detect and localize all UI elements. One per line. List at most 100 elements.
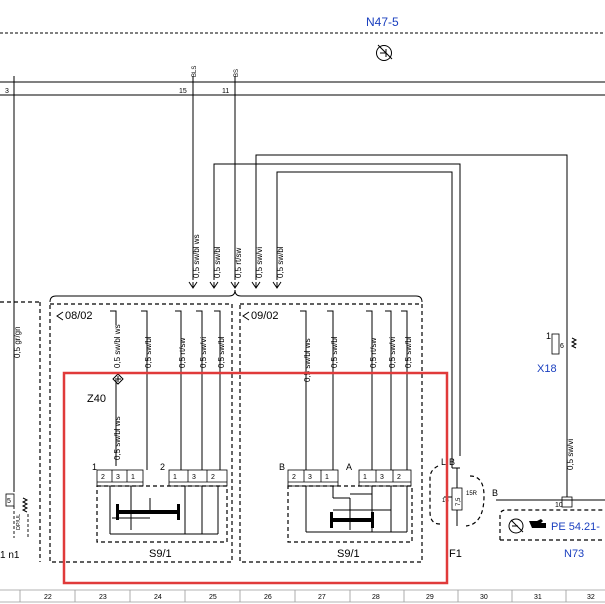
svg-text:2: 2 <box>101 474 105 481</box>
svg-text:0,5 sw/bl: 0,5 sw/bl <box>213 246 222 278</box>
svg-text:09/02: 09/02 <box>251 310 279 322</box>
z40-diamond-icon <box>112 373 124 385</box>
svg-text:15R: 15R <box>466 491 478 497</box>
pin-3: 3 <box>5 76 15 95</box>
pointing-hand-icon <box>529 519 546 528</box>
n73-module: B 10 <box>492 488 605 541</box>
pin-15-bls: 15 BLS <box>179 66 198 95</box>
svg-text:08/02: 08/02 <box>65 310 93 322</box>
svg-text:3: 3 <box>380 474 384 481</box>
group-1-wires <box>115 317 221 470</box>
svg-text:16: 16 <box>442 498 449 504</box>
svg-text:0,5 sw/bl ws: 0,5 sw/bl ws <box>113 416 122 460</box>
group-box-08-02 <box>49 303 233 563</box>
svg-text:2: 2 <box>397 474 401 481</box>
svg-text:7,5: 7,5 <box>456 497 462 506</box>
svg-text:0,5 rt/sw: 0,5 rt/sw <box>369 338 378 368</box>
svg-text:0,5 sw/vi: 0,5 sw/vi <box>255 247 264 278</box>
switch-s9-1-group2: B A 2 3 1 1 3 2 <box>279 462 413 543</box>
svg-text:1: 1 <box>363 474 367 481</box>
x18-label: X18 <box>537 363 557 375</box>
svg-text:2: 2 <box>160 462 165 472</box>
group-2-header: 09/02 <box>242 310 408 322</box>
svg-text:3: 3 <box>192 474 196 481</box>
x18-connector: 1 6 <box>546 330 578 358</box>
left-pin-num: 5 <box>7 498 11 505</box>
svg-text:0,5 sw/vi: 0,5 sw/vi <box>388 337 397 368</box>
bus-wire-routing <box>192 95 568 497</box>
left-connector-code: DP/UL <box>16 514 22 530</box>
n73-ground-symbol-icon <box>508 518 524 534</box>
svg-text:0,5 sw/bl: 0,5 sw/bl <box>330 336 339 368</box>
svg-text:24: 24 <box>154 594 162 601</box>
svg-text:10: 10 <box>555 502 563 509</box>
group-2-wires <box>305 317 408 470</box>
svg-text:2: 2 <box>292 474 296 481</box>
svg-text:0,5 sw/bl ws: 0,5 sw/bl ws <box>192 234 201 278</box>
right-wire-label: 0,5 sw/vi <box>566 439 575 470</box>
svg-text:26: 26 <box>264 594 272 601</box>
svg-text:15: 15 <box>179 88 187 95</box>
svg-text:31: 31 <box>534 594 542 601</box>
s9-1-label-group1: S9/1 <box>149 548 172 560</box>
svg-text:0,5 sw/bl: 0,5 sw/bl <box>144 336 153 368</box>
svg-text:11: 11 <box>222 88 229 95</box>
svg-text:1: 1 <box>325 474 329 481</box>
highlight-box <box>62 371 449 585</box>
n73-label: N73 <box>564 548 584 560</box>
svg-text:0,5 sw/bl ws: 0,5 sw/bl ws <box>303 338 312 382</box>
group-1-header: 08/02 <box>56 310 221 322</box>
svg-text:0,5 sw/bl: 0,5 sw/bl <box>217 336 226 368</box>
svg-text:3: 3 <box>116 474 120 481</box>
svg-text:1: 1 <box>92 462 97 472</box>
group-1-wire-labels: 0,5 sw/bl ws 0,5 sw/bl 0,5 rt/sw 0,5 sw/… <box>113 324 226 460</box>
svg-text:BLS: BLS <box>192 66 198 77</box>
left-resistor-icon <box>21 497 29 513</box>
fuse-f1: L B 7,5 15R 16 <box>429 457 485 527</box>
svg-text:22: 22 <box>44 594 52 601</box>
s9-1-label-group2: S9/1 <box>337 548 360 560</box>
svg-text:27: 27 <box>318 594 326 601</box>
svg-text:0,5 sw/bl: 0,5 sw/bl <box>404 336 413 368</box>
svg-text:32: 32 <box>587 594 595 601</box>
n47-label: N47-5 <box>366 15 399 29</box>
group-2-wire-labels: 0,5 sw/bl ws 0,5 sw/bl 0,5 rt/sw 0,5 sw/… <box>303 336 413 382</box>
svg-text:B: B <box>492 488 498 498</box>
distribution-brace <box>49 289 423 303</box>
svg-text:L: L <box>441 457 446 467</box>
svg-text:3: 3 <box>308 474 312 481</box>
group-box-09-02 <box>239 303 423 563</box>
svg-text:1: 1 <box>131 474 135 481</box>
svg-text:29: 29 <box>426 594 434 601</box>
n73-reference: PE 54.21- <box>551 521 600 533</box>
grid-numbers: 22 23 24 25 26 27 28 29 30 31 32 <box>19 590 595 602</box>
fuse-f1-label: F1 <box>449 548 462 560</box>
svg-text:0,5 rt/sw: 0,5 rt/sw <box>178 338 187 368</box>
svg-text:0,5 sw/bl: 0,5 sw/bl <box>276 246 285 278</box>
svg-text:23: 23 <box>99 594 107 601</box>
pin-11-bs: 11 BS <box>222 69 240 95</box>
svg-text:1: 1 <box>173 474 177 481</box>
svg-text:B: B <box>279 462 285 472</box>
svg-text:0,5 rt/sw: 0,5 rt/sw <box>234 248 243 278</box>
left-pin-box <box>5 493 15 507</box>
svg-text:0,5 sw/vi: 0,5 sw/vi <box>199 337 208 368</box>
switch-s9-1-group1: 1 2 2 3 1 1 3 2 <box>92 462 228 543</box>
svg-text:2: 2 <box>211 474 215 481</box>
svg-text:B: B <box>449 457 455 467</box>
z40-label: Z40 <box>87 393 106 405</box>
n47-ground-symbol-icon <box>376 44 393 61</box>
svg-text:3: 3 <box>5 88 9 95</box>
svg-text:30: 30 <box>480 594 488 601</box>
svg-text:1: 1 <box>546 331 551 341</box>
svg-text:0,5 sw/bl ws: 0,5 sw/bl ws <box>113 324 122 368</box>
svg-text:A: A <box>346 462 352 472</box>
left-connector-label: 1 n1 <box>0 550 20 561</box>
svg-text:25: 25 <box>209 594 217 601</box>
svg-text:BS: BS <box>234 69 240 77</box>
svg-text:28: 28 <box>372 594 380 601</box>
bus-wire-arrows <box>188 281 282 289</box>
left-wire-label: 0,5 gr/gn <box>13 326 22 358</box>
svg-text:6: 6 <box>560 343 564 350</box>
